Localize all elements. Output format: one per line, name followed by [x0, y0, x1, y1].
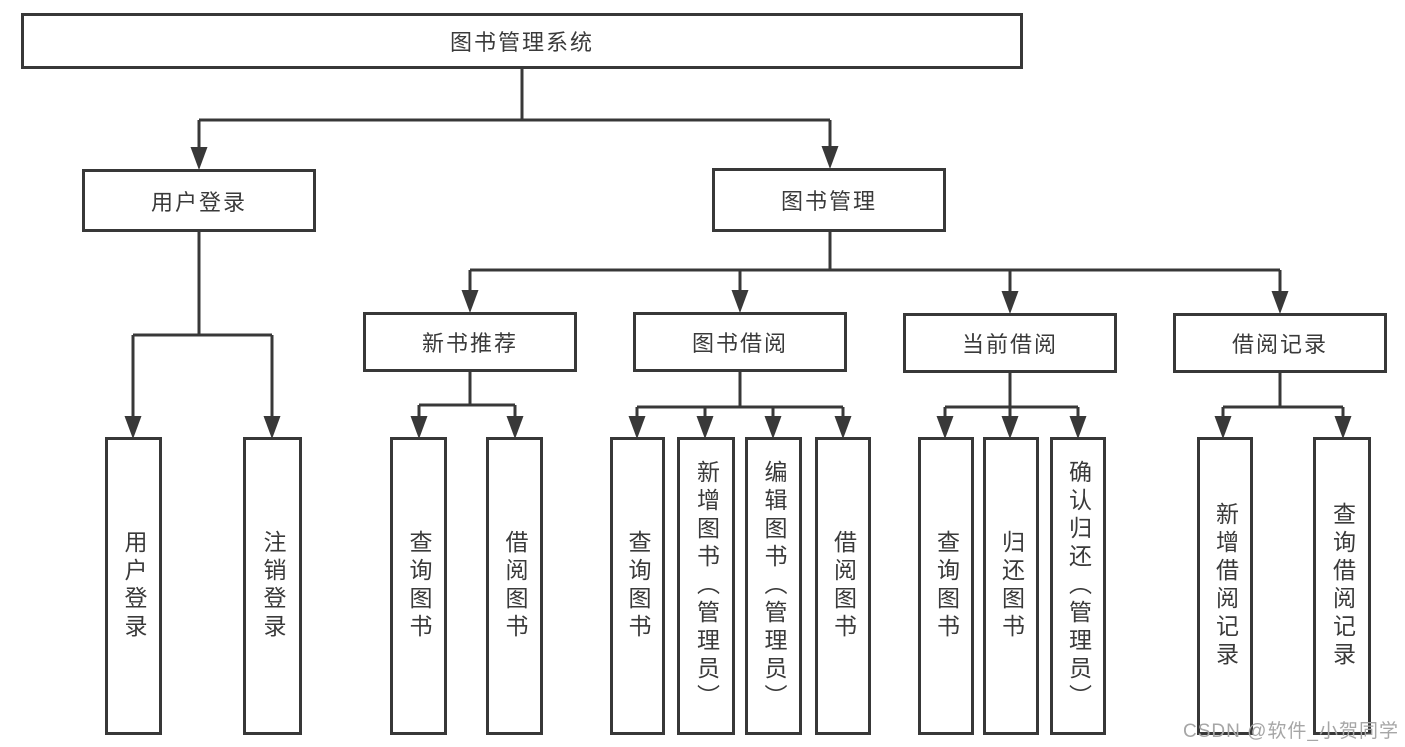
node-book-management-label: 图书管理 — [780, 189, 877, 214]
leaf-confirm-return-admin-label: 确认归还（管理员） — [1065, 460, 1092, 712]
node-borrowing-records-label: 借阅记录 — [1231, 332, 1328, 357]
node-user-login: 用户登录 — [82, 169, 316, 232]
node-new-book-recommendation-label: 新书推荐 — [421, 331, 518, 356]
leaf-logout-label: 注销登录 — [260, 530, 286, 642]
leaf-user-login-label: 用户登录 — [121, 530, 147, 642]
node-borrowing-records: 借阅记录 — [1173, 313, 1387, 373]
leaf-logout: 注销登录 — [243, 437, 302, 735]
leaf-user-login: 用户登录 — [105, 437, 162, 735]
leaf-query-books-1: 查询图书 — [390, 437, 447, 735]
leaf-return-books-label: 归还图书 — [998, 530, 1025, 642]
leaf-query-books-1-label: 查询图书 — [406, 530, 432, 642]
node-book-borrowing: 图书借阅 — [633, 312, 847, 372]
leaf-query-books-3-label: 查询图书 — [933, 530, 960, 642]
watermark: CSDN @软件_小贺同学 — [1183, 721, 1399, 742]
node-library-management-system-label: 图书管理系统 — [449, 30, 594, 55]
leaf-add-borrow-record-label: 新增借阅记录 — [1212, 502, 1239, 670]
leaf-borrow-books-1: 借阅图书 — [486, 437, 543, 735]
leaf-borrow-books-1-label: 借阅图书 — [502, 530, 528, 642]
leaf-confirm-return-admin: 确认归还（管理员） — [1050, 437, 1106, 735]
leaf-query-books-2: 查询图书 — [610, 437, 665, 735]
node-book-borrowing-label: 图书借阅 — [691, 331, 788, 356]
leaf-query-books-3: 查询图书 — [918, 437, 974, 735]
leaf-edit-books-admin: 编辑图书（管理员） — [745, 437, 802, 735]
node-current-borrowing-label: 当前借阅 — [961, 332, 1058, 357]
node-library-management-system: 图书管理系统 — [21, 13, 1023, 69]
leaf-query-books-2-label: 查询图书 — [625, 530, 651, 642]
leaf-query-borrow-record: 查询借阅记录 — [1313, 437, 1371, 735]
leaf-add-books-admin-label: 新增图书（管理员） — [693, 460, 720, 712]
leaf-query-borrow-record-label: 查询借阅记录 — [1329, 502, 1356, 670]
leaf-add-books-admin: 新增图书（管理员） — [677, 437, 735, 735]
node-user-login-label: 用户登录 — [150, 189, 247, 215]
arrowheads — [124, 146, 1352, 439]
node-new-book-recommendation: 新书推荐 — [363, 312, 577, 372]
node-book-management: 图书管理 — [712, 168, 946, 232]
leaf-add-borrow-record: 新增借阅记录 — [1197, 437, 1253, 735]
node-current-borrowing: 当前借阅 — [903, 313, 1117, 373]
leaf-borrow-books-2-label: 借阅图书 — [830, 530, 857, 642]
leaf-borrow-books-2: 借阅图书 — [815, 437, 871, 735]
leaf-edit-books-admin-label: 编辑图书（管理员） — [761, 460, 787, 712]
leaf-return-books: 归还图书 — [983, 437, 1039, 735]
